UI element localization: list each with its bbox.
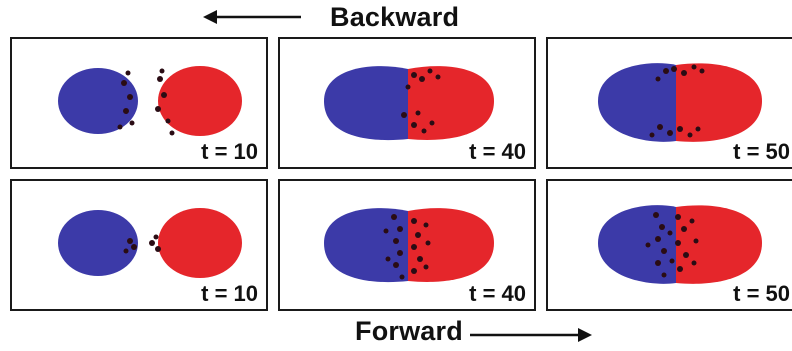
panel-backward-t50: t = 50 xyxy=(546,37,792,169)
forward-label: Forward xyxy=(355,316,463,346)
time-label: t = 50 xyxy=(733,281,790,306)
time-label: t = 50 xyxy=(733,139,790,164)
cell-cluster-image xyxy=(58,66,242,136)
cell-cluster-image xyxy=(598,205,762,284)
time-label: t = 40 xyxy=(469,139,526,164)
time-label: t = 40 xyxy=(469,281,526,306)
panel-forward-t40: t = 40 xyxy=(278,179,536,311)
cell-cluster-image xyxy=(58,208,242,278)
time-label: t = 10 xyxy=(201,139,258,164)
panel-forward-t50: t = 50 xyxy=(546,179,792,311)
backward-label: Backward xyxy=(330,2,460,32)
left-arrow-icon xyxy=(203,10,301,24)
time-label: t = 10 xyxy=(201,281,258,306)
panel-backward-t40: t = 40 xyxy=(278,37,536,169)
right-arrow-icon xyxy=(470,328,592,342)
cell-cluster-image xyxy=(324,208,494,283)
cell-cluster-image xyxy=(598,63,762,142)
panel-backward-t10: t = 10 xyxy=(10,37,268,169)
cell-cluster-image xyxy=(324,66,494,141)
panel-forward-t10: t = 10 xyxy=(10,179,268,311)
